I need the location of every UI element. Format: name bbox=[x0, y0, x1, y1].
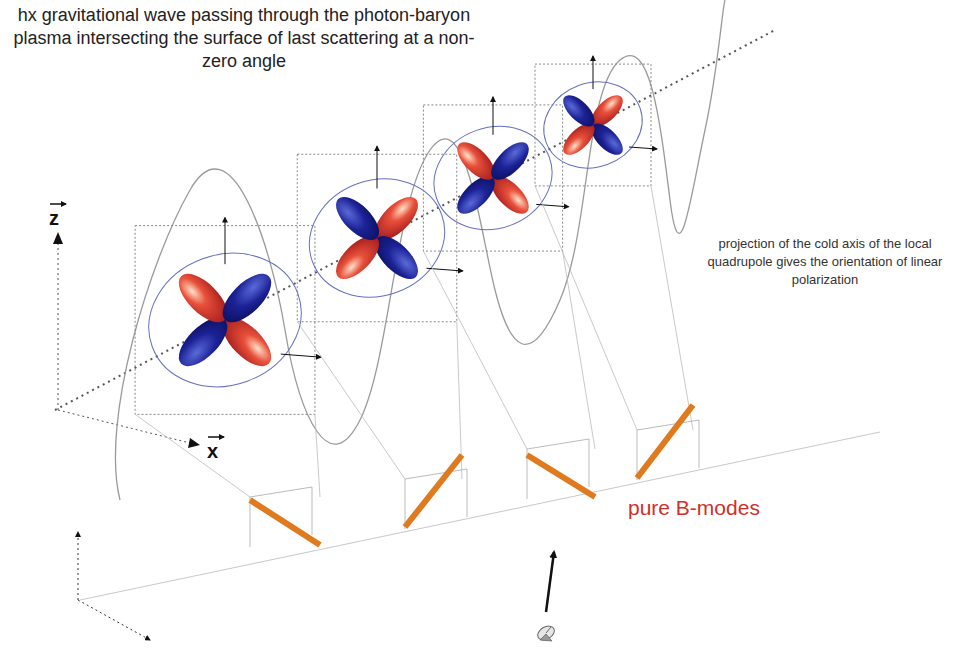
plane-arrow bbox=[281, 354, 321, 357]
observer-arrow bbox=[546, 552, 554, 612]
projection-line bbox=[135, 414, 250, 497]
axis-label: x bbox=[207, 440, 218, 463]
ground-line bbox=[80, 432, 880, 600]
plane-arrow bbox=[593, 56, 594, 89]
ground-square bbox=[637, 420, 699, 480]
sky-axis bbox=[78, 600, 150, 640]
title: hx gravitational wave passing through th… bbox=[4, 4, 484, 73]
quadrupole-lobe bbox=[329, 190, 386, 247]
quadrupole-lobe bbox=[558, 118, 600, 160]
plane-arrow bbox=[629, 147, 657, 149]
quadrupole-lobe bbox=[171, 266, 236, 331]
z-axis bbox=[58, 240, 59, 410]
x-axis bbox=[58, 410, 190, 443]
polarization-bar bbox=[527, 455, 595, 497]
plane-arrow bbox=[427, 268, 463, 271]
projection-line bbox=[651, 186, 693, 430]
axis-label: z bbox=[49, 207, 59, 230]
vector-arrow bbox=[208, 436, 224, 438]
sky-axis bbox=[78, 532, 79, 600]
projection-line bbox=[423, 251, 527, 449]
vector-arrow bbox=[50, 203, 66, 205]
plane-arrow bbox=[225, 218, 226, 265]
plane-arrow bbox=[493, 97, 494, 135]
x-arrowhead bbox=[188, 438, 200, 448]
quadrupole-lobe bbox=[485, 136, 535, 186]
polarization-bar bbox=[637, 405, 693, 478]
wave-curve bbox=[115, 0, 725, 500]
annotation: projection of the cold axis of the local… bbox=[690, 235, 960, 289]
polarization-bar bbox=[250, 500, 320, 545]
quadrupole-lobe bbox=[558, 90, 600, 132]
polarization-bar bbox=[405, 455, 462, 527]
quadrupole-lobe bbox=[451, 136, 501, 186]
projection-line bbox=[563, 251, 595, 449]
plane-arrow bbox=[536, 204, 568, 206]
plane-arrow bbox=[377, 146, 378, 188]
projection-line bbox=[535, 186, 637, 430]
z-arrowhead bbox=[53, 232, 63, 244]
quadrupole-lobe bbox=[329, 229, 386, 286]
telescope-icon bbox=[535, 623, 557, 642]
projection-line bbox=[297, 322, 405, 479]
projection-line bbox=[315, 414, 320, 497]
quadrupole-lobe bbox=[215, 266, 280, 331]
result-label: pure B-modes bbox=[628, 496, 760, 520]
propagation-axis bbox=[55, 30, 775, 410]
